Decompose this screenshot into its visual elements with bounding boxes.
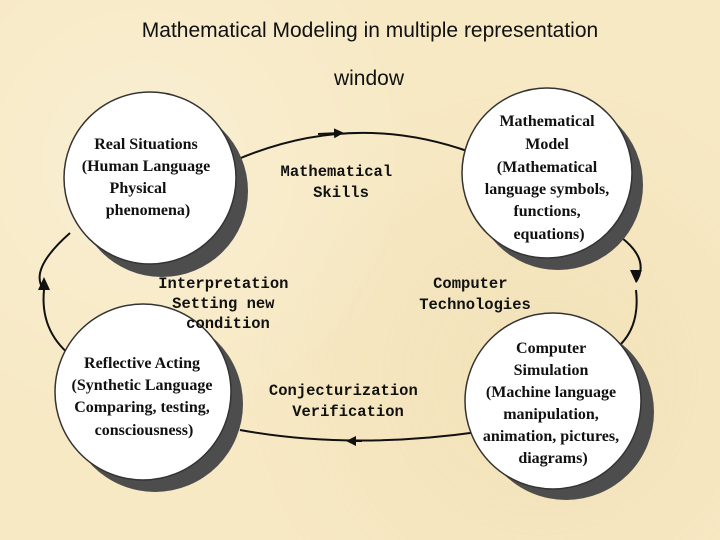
edge-label-right-line: Computer — [433, 275, 507, 293]
svg-text:Reflective Acting (Synth: Reflective Acting (Synthetic Language Co… — [72, 355, 217, 439]
edge-label-left-line: condition — [186, 315, 270, 333]
node-mathematical-model-line: (Mathematical — [497, 159, 598, 176]
node-computer-simulation-line: manipulation, — [503, 406, 599, 423]
node-mathematical-model-line: language symbols, — [485, 181, 609, 198]
edge-label-bottom: Conjecturization Verification — [269, 382, 427, 421]
node-reflective-acting-line: consciousness) — [95, 422, 194, 439]
node-mathematical-model-line: Mathematical — [499, 113, 595, 130]
node-real-situations-line: phenomena) — [106, 202, 190, 219]
node-reflective-acting-line: (Synthetic Language — [72, 377, 213, 394]
node-real-situations-line: Real Situations — [94, 136, 198, 153]
node-computer-simulation-line: diagrams) — [518, 450, 587, 467]
connector-top-arrow — [317, 128, 344, 139]
edge-label-bottom-line: Verification — [292, 403, 404, 421]
edge-label-left-line: Interpretation — [158, 275, 288, 293]
node-real-situations-line: (Human Language — [82, 158, 210, 175]
edge-label-top-line: Mathematical — [281, 163, 393, 181]
connector-right-curve — [619, 289, 638, 346]
node-real-situations-line: Physical — [110, 180, 167, 197]
node-mathematical-model-line: equations) — [513, 226, 584, 243]
node-mathematical-model-line: functions, — [513, 203, 580, 220]
edge-label-left: Interpretation Setting new condition — [158, 275, 298, 333]
edge-label-bottom-line: Conjecturization — [269, 382, 418, 400]
edge-label-left-line: Setting new — [172, 295, 275, 313]
edge-label-top-line: Skills — [313, 184, 369, 202]
edge-label-right-line: Technologies — [419, 296, 531, 314]
node-computer-simulation-line: animation, pictures, — [483, 428, 619, 445]
node-reflective-acting: Reflective Acting (Synthetic Language Co… — [54, 303, 232, 481]
arrow-left-up-icon — [38, 277, 50, 290]
node-mathematical-model-line: Model — [525, 136, 569, 153]
edge-label-right: Computer Technologies — [419, 275, 531, 314]
node-computer-simulation: Computer Simulation (Machine language ma… — [464, 312, 642, 490]
diagram-title-line2: window — [333, 67, 405, 90]
node-reflective-acting-line: Comparing, testing, — [74, 399, 210, 416]
edge-label-top: Mathematical Skills — [281, 163, 402, 202]
node-computer-simulation-line: Simulation — [514, 362, 589, 379]
connector-top-arc — [235, 131, 471, 161]
node-computer-simulation-line: Computer — [516, 340, 586, 357]
svg-text:Computer Simulation: Computer Simulation (Machine language ma… — [483, 340, 623, 467]
node-mathematical-model: Mathematical Model (Mathematical languag… — [461, 87, 633, 259]
arrow-right-down-icon — [630, 270, 642, 283]
node-computer-simulation-line: (Machine language — [486, 384, 616, 401]
svg-text:Real Situations (Human L: Real Situations (Human Language Physical… — [82, 136, 214, 219]
svg-text:Mathematical Model: Mathematical Model (Mathematical languag… — [485, 113, 613, 243]
node-real-situations: Real Situations (Human Language Physical… — [63, 91, 237, 265]
diagram-title-line1: Mathematical Modeling in multiple repres… — [141, 19, 599, 42]
connector-bottom-arc — [239, 429, 479, 442]
connector-left-curve — [42, 289, 71, 356]
node-reflective-acting-line: Reflective Acting — [84, 355, 200, 372]
